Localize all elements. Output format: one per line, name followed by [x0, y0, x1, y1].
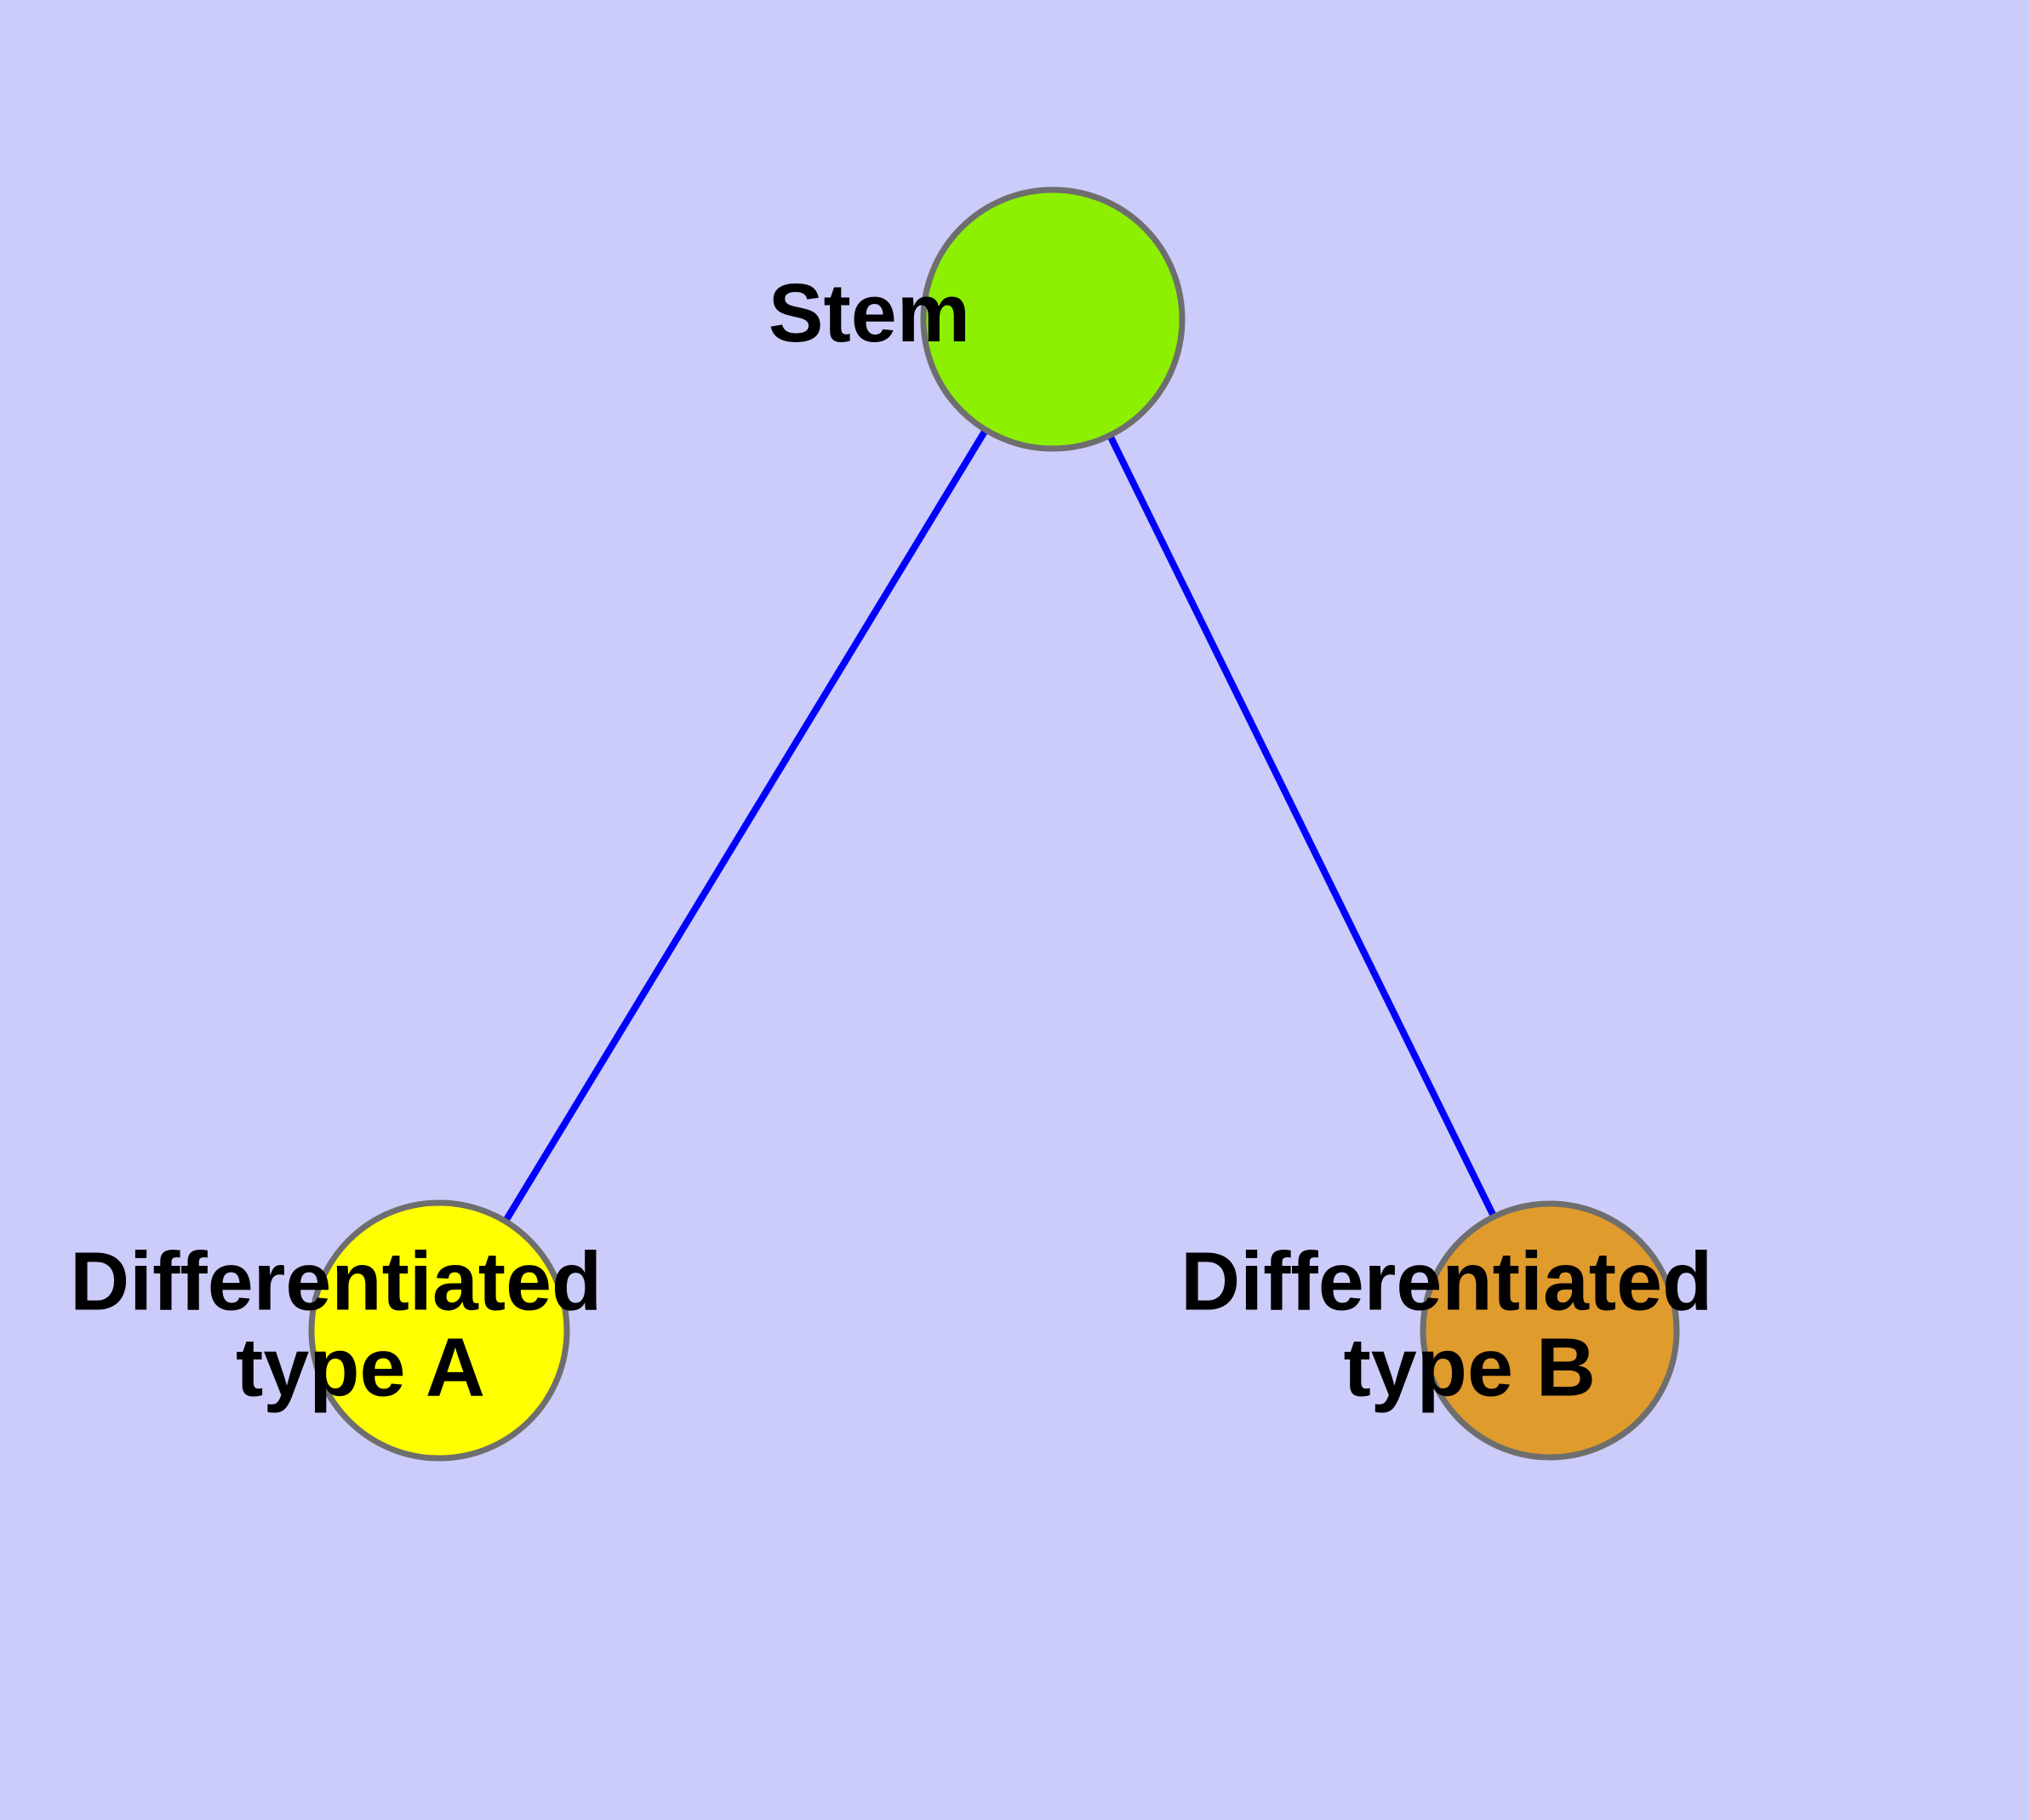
node-stem[interactable]	[920, 186, 1186, 452]
node-differentiated-type-b[interactable]	[1420, 1200, 1680, 1461]
nodes-layer	[308, 186, 1680, 1462]
node-differentiated-type-a-circle[interactable]	[308, 1199, 570, 1462]
edge-stem-to-differentiated-type-a	[436, 317, 1056, 1333]
node-differentiated-type-a[interactable]	[308, 1199, 570, 1462]
node-differentiated-type-b-label-line-2: type B	[1343, 1320, 1595, 1413]
node-differentiated-type-a-label-line-1: Differentiated	[70, 1234, 602, 1327]
node-differentiated-type-b-circle[interactable]	[1420, 1200, 1680, 1461]
edge-stem-to-differentiated-type-b	[1049, 318, 1553, 1332]
node-stem-label: Stem	[769, 266, 1337, 359]
node-differentiated-type-b-label: Differentiated type B	[1180, 1234, 1919, 1413]
node-differentiated-type-a-label-line-2: type A	[236, 1320, 483, 1413]
node-stem-circle[interactable]	[920, 186, 1186, 452]
node-differentiated-type-b-label-line-1: Differentiated	[1180, 1234, 1712, 1327]
labels-layer: Stem Differentiated type A Differentiate…	[70, 266, 1919, 1413]
edges-layer	[436, 317, 1553, 1333]
node-stem-label-line-1: Stem	[769, 266, 970, 359]
node-differentiated-type-a-label: Differentiated type A	[70, 1234, 809, 1413]
